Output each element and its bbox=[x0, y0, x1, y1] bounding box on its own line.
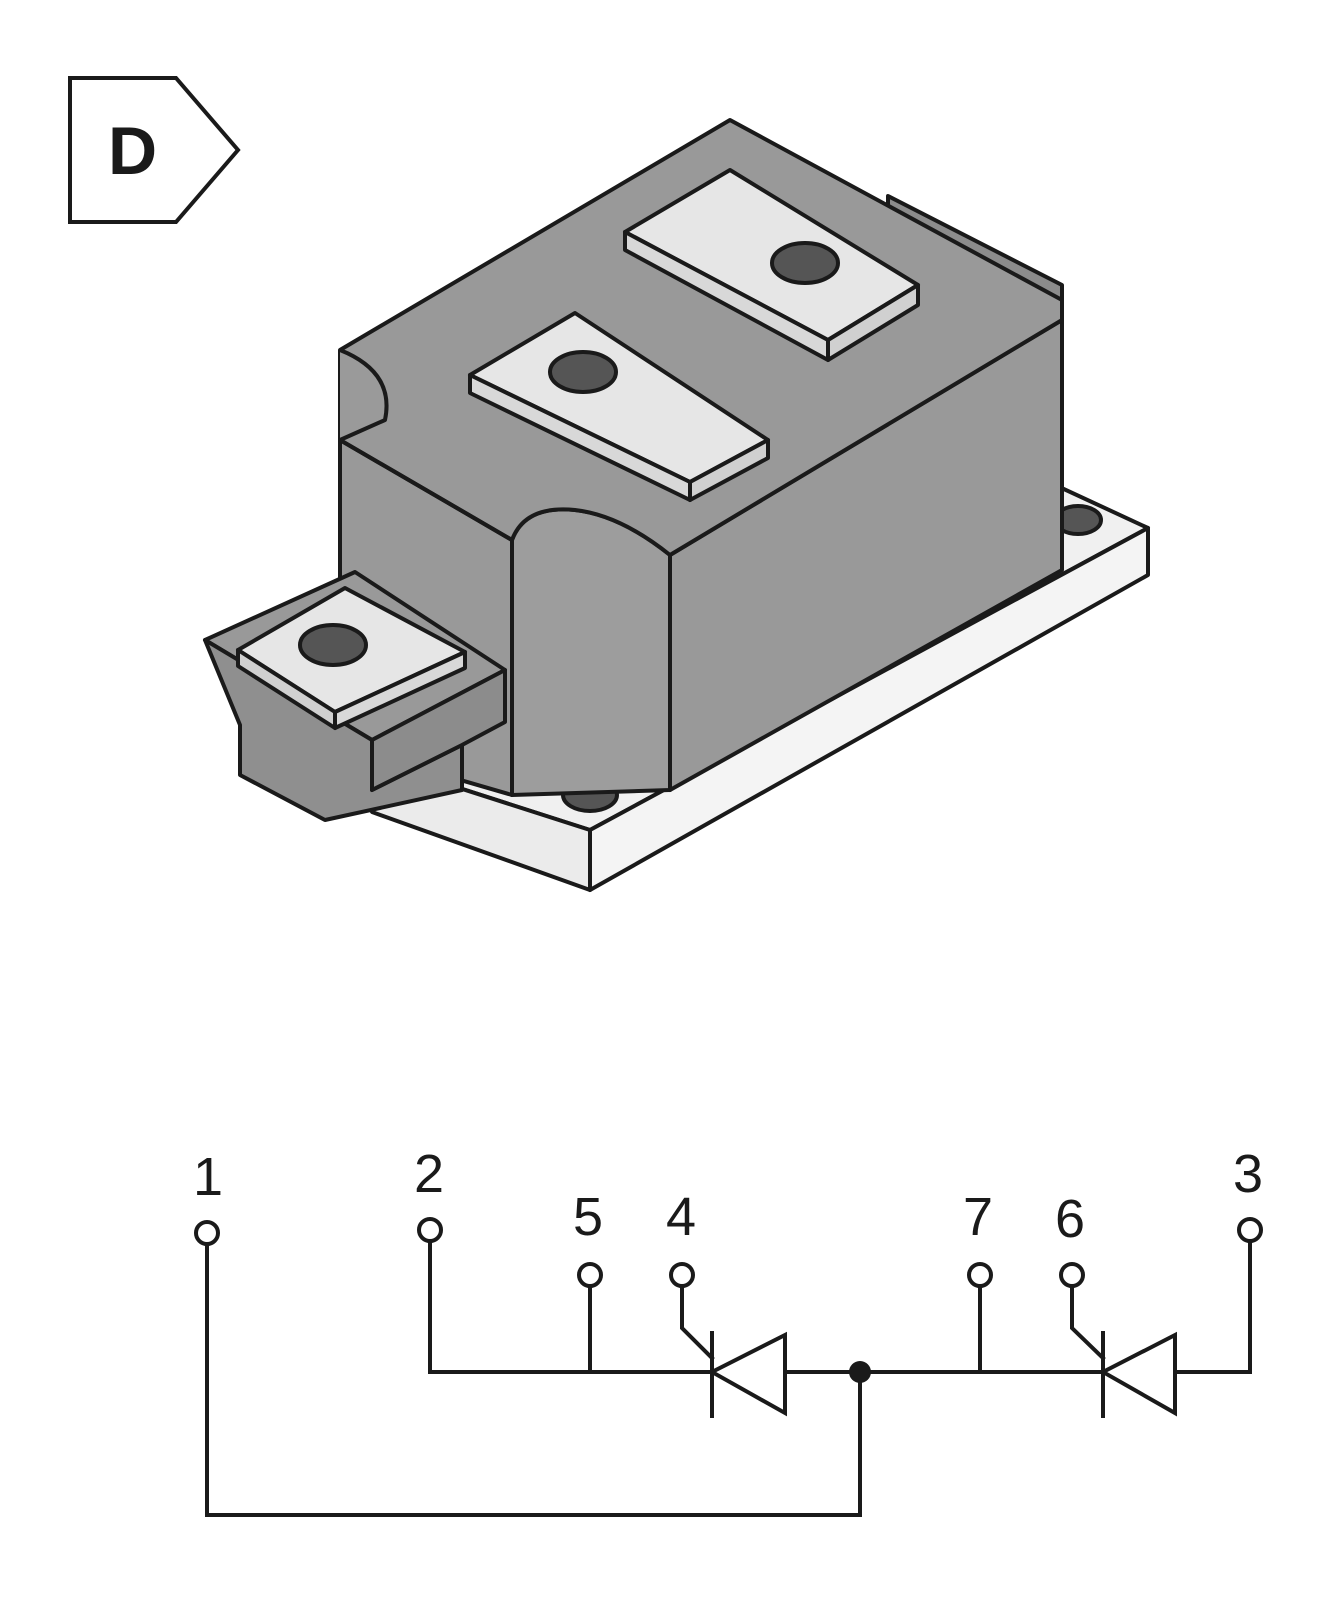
terminal-circle-3 bbox=[1237, 1217, 1263, 1243]
terminal-circle-1 bbox=[194, 1220, 220, 1246]
terminal-circle-4 bbox=[669, 1262, 695, 1288]
wire-gate-4 bbox=[680, 1284, 715, 1361]
housing-edge-lines bbox=[338, 300, 1064, 795]
pin-label-4: 4 bbox=[666, 1187, 696, 1247]
thyristor-1-triangle bbox=[707, 1331, 787, 1417]
housing-top-face bbox=[338, 118, 1064, 557]
pin-labels: 1 2 3 4 5 6 7 bbox=[193, 1144, 1263, 1249]
terminal-circle-5 bbox=[577, 1262, 603, 1288]
terminal-circle-2 bbox=[417, 1217, 443, 1243]
pin-label-6: 6 bbox=[1055, 1189, 1085, 1249]
terminal-tab-rear-front bbox=[623, 230, 830, 362]
schematic-wires bbox=[205, 1240, 1252, 1517]
badge-letter: D bbox=[108, 113, 157, 189]
badge-outline bbox=[68, 76, 241, 224]
circuit-schematic bbox=[194, 1217, 1263, 1517]
terminal-tab-front bbox=[468, 311, 770, 502]
pin-label-1: 1 bbox=[193, 1147, 223, 1207]
housing-corner-notch bbox=[339, 348, 389, 442]
terminal-circle-6 bbox=[1059, 1262, 1085, 1288]
package-badge: D bbox=[68, 76, 241, 224]
wire-pin-1 bbox=[205, 1243, 862, 1517]
side-terminal-body-right bbox=[370, 668, 507, 792]
terminal-tab-rear bbox=[623, 168, 920, 362]
pin-label-2: 2 bbox=[414, 1144, 444, 1204]
thyristor-2-triangle bbox=[1098, 1331, 1177, 1417]
housing-column-face bbox=[510, 507, 672, 797]
side-terminal bbox=[203, 570, 507, 822]
side-terminal-tab-edge-right bbox=[333, 650, 467, 730]
terminal-circles bbox=[194, 1217, 1263, 1288]
wire-pin-2 bbox=[428, 1240, 714, 1374]
wire-pin-3 bbox=[1173, 1240, 1252, 1374]
thyristor-1 bbox=[707, 1331, 787, 1418]
pin-label-5: 5 bbox=[573, 1187, 603, 1247]
terminal-tab-front-hole bbox=[548, 350, 618, 394]
wire-gate-6 bbox=[1070, 1284, 1106, 1361]
terminal-circle-7 bbox=[967, 1262, 993, 1288]
terminal-tab-rear-hole bbox=[770, 241, 840, 285]
pin-label-3: 3 bbox=[1233, 1144, 1263, 1204]
module-package-drawing bbox=[203, 118, 1150, 892]
pin-label-7: 7 bbox=[963, 1187, 993, 1247]
thyristor-2 bbox=[1098, 1331, 1177, 1418]
junction-dot bbox=[849, 1361, 871, 1383]
terminal-tab-front-side bbox=[468, 373, 692, 502]
side-terminal-hole bbox=[298, 623, 368, 667]
